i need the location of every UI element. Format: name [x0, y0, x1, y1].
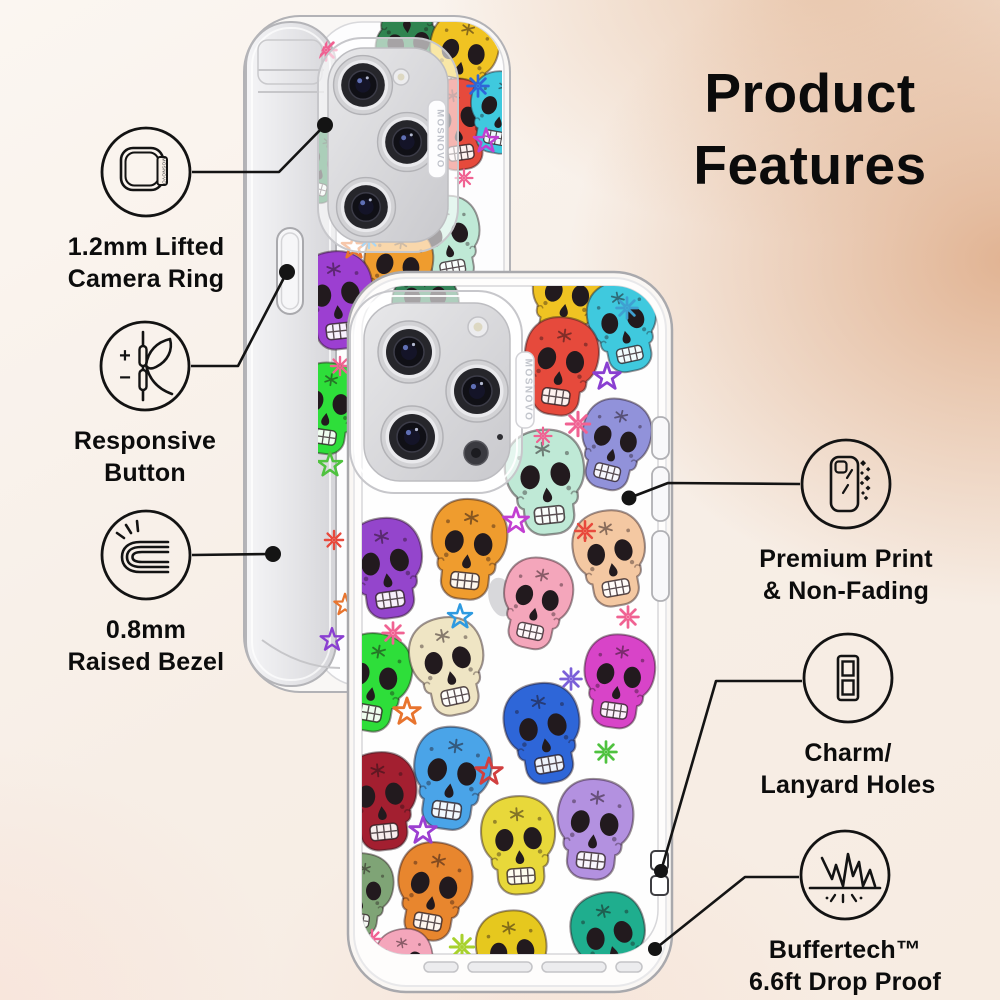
- flower-graphic: [329, 355, 351, 377]
- camera-module-main: MOSNOVO: [349, 290, 535, 494]
- minus-glyph: −: [119, 367, 131, 389]
- main-phone: MOSNOVO: [346, 270, 674, 994]
- flower-graphic: [615, 296, 639, 320]
- callout-dot: [654, 864, 668, 878]
- callout-dot: [265, 546, 281, 562]
- page-title-line1: Product: [704, 62, 916, 124]
- feature-premium-print: Premium Print& Non-Fading: [726, 436, 966, 607]
- buffertech-icon: [799, 829, 891, 921]
- premium-print-icon: [800, 438, 892, 530]
- volume-power-buttons: [651, 416, 670, 602]
- brand-tab: [515, 351, 535, 429]
- lanyard-callout-line: [659, 679, 802, 872]
- flower-graphic: [594, 740, 618, 764]
- callout-dot: [317, 117, 333, 133]
- callout-dot: [648, 942, 662, 956]
- brand-micro-text: MOSNOVO: [162, 158, 167, 185]
- premium-print-callout-line: [628, 481, 801, 500]
- responsive-button-icon: + −: [99, 320, 191, 412]
- raised-bezel-callout-line: [191, 552, 274, 557]
- sparkles: [859, 460, 871, 501]
- flower-graphic: [533, 426, 553, 446]
- responsive-button-callout-line: [191, 271, 289, 368]
- feature-lanyard-holes: Charm/Lanyard Holes: [728, 630, 968, 801]
- flower-graphic: [564, 410, 592, 438]
- camera-ring-callout-line: [192, 124, 326, 174]
- callout-dot: [279, 264, 295, 280]
- drop-proof-callout-line: [654, 875, 799, 951]
- page-title: Product Features: [645, 58, 975, 201]
- bottom-speaker-slots: [423, 961, 643, 973]
- callout-dot: [621, 490, 637, 506]
- brand-text-main: MOSNOVO: [523, 359, 534, 422]
- flower-graphic: [466, 74, 490, 98]
- camera-ring-icon: MOSNOVO: [100, 126, 192, 218]
- feature-label: Premium Print& Non-Fading: [759, 545, 933, 605]
- charm-lanyard-icon: [802, 632, 894, 724]
- plus-glyph: +: [119, 345, 131, 367]
- camera-module-top: MOSNOVO: [317, 37, 459, 253]
- flower-graphic: [381, 621, 405, 645]
- flower-graphic: [573, 519, 597, 543]
- page-title-line2: Features: [693, 133, 927, 196]
- brand-tab: [427, 99, 447, 179]
- mic-hole: [497, 434, 503, 440]
- brand-text-top: MOSNOVO: [435, 109, 446, 168]
- flower-graphic: [616, 605, 640, 629]
- feature-label: Charm/Lanyard Holes: [760, 739, 936, 799]
- raised-bezel-icon: [100, 509, 192, 601]
- flower-graphic: [323, 529, 345, 551]
- phone-side-frame: [245, 21, 341, 687]
- flower-graphic: [559, 667, 583, 691]
- callout-lines: [191, 117, 802, 956]
